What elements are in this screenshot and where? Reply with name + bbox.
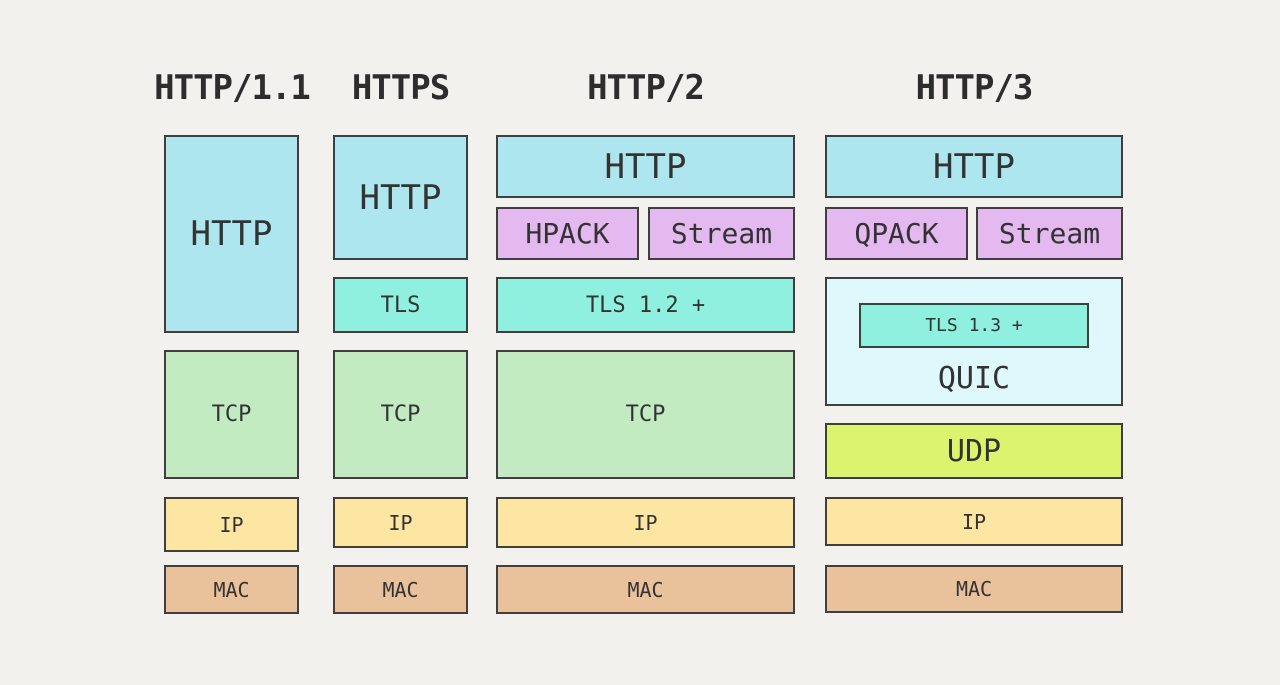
http3-mac-layer: MAC xyxy=(825,565,1123,613)
http11-mac-layer: MAC xyxy=(164,565,299,614)
http2-mac-layer: MAC xyxy=(496,565,795,614)
https-ip-layer: IP xyxy=(333,497,468,548)
http3-ip-layer: IP xyxy=(825,497,1123,546)
http2-http-layer: HTTP xyxy=(496,135,795,198)
https-http-layer: HTTP xyxy=(333,135,468,260)
http2-stream-layer: Stream xyxy=(648,207,795,260)
column-title-http2: HTTP/2 xyxy=(587,68,705,108)
http2-tcp-layer: TCP xyxy=(496,350,795,479)
https-tcp-layer: TCP xyxy=(333,350,468,479)
column-title-https: HTTPS xyxy=(351,68,450,108)
http3-tls-layer: TLS 1.3 + xyxy=(859,303,1089,348)
column-title-http3: HTTP/3 xyxy=(915,68,1034,108)
https-tls-layer: TLS xyxy=(333,277,468,333)
http11-ip-layer: IP xyxy=(164,497,299,552)
http3-http-layer: HTTP xyxy=(825,135,1123,198)
http2-ip-layer: IP xyxy=(496,497,795,548)
http11-http-layer: HTTP xyxy=(164,135,299,333)
http3-qpack-layer: QPACK xyxy=(825,207,968,260)
column-title-http11: HTTP/1.1 xyxy=(154,68,311,108)
https-mac-layer: MAC xyxy=(333,565,468,614)
http3-stream-layer: Stream xyxy=(976,207,1123,260)
http11-tcp-layer: TCP xyxy=(164,350,299,479)
http3-udp-layer: UDP xyxy=(825,423,1123,479)
http2-hpack-layer: HPACK xyxy=(496,207,639,260)
http2-tls-layer: TLS 1.2 + xyxy=(496,277,795,333)
